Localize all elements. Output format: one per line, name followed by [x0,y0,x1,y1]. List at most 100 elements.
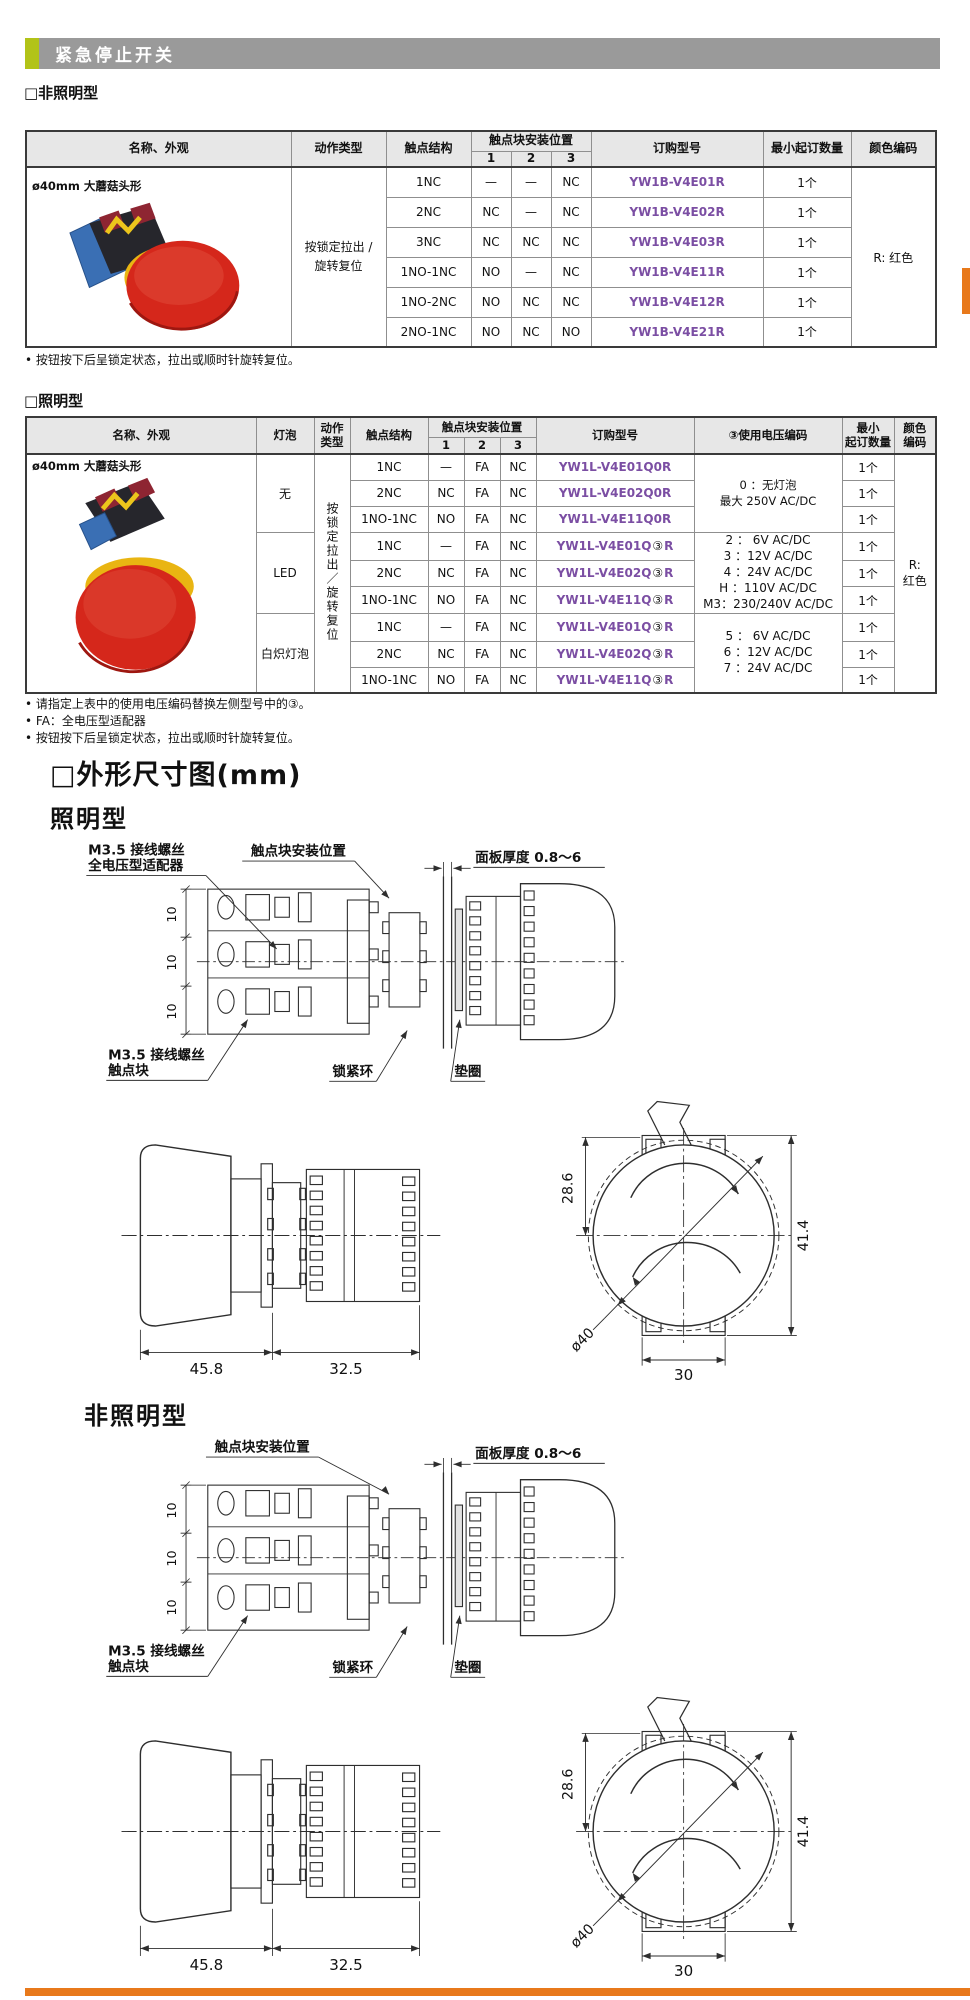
contact-block-label: 触点块 [107,1062,149,1079]
page-bottom-bar [25,1988,970,1996]
voltage-line: H ：110V AC/DC [719,580,817,595]
bulb-type-cell: 无 [255,453,315,533]
mount-position-cell: NO [470,256,512,288]
mount-position-cell: NC [499,640,537,668]
page-edge-tab [962,268,970,314]
voltage-line: 3 ：12V AC/DC [723,549,813,564]
length-dim: 32.5 [329,1360,363,1378]
footnote: • 请指定上表中的使用电压编码替换左侧型号中的③。 [25,697,311,711]
voltage-line: 6 ：12V AC/DC [723,645,813,660]
moq-cell: 1个 [841,453,895,481]
contact-structure-cell: 1NO-1NC [349,586,429,615]
col-header-contact: 触点结构 [349,416,429,455]
model-number-cell: YW1L-V4E02Q③R [535,640,695,668]
bulb-type-cell: 白炽灯泡 [255,613,315,694]
height-dim: 41.4 [796,1816,812,1847]
mount-position-cell: FA [463,640,501,668]
mount-position-cell: NO [470,286,512,318]
product-cell: ø40mm 大蘑菇头形 [25,453,257,694]
mount-position-cell: NC [499,531,537,561]
model-number-cell: YW1B-V4E01R [590,166,764,198]
pitch-dim: 10 [164,954,179,970]
col-header-bulb: 灯泡 [255,416,315,455]
voltage-line: 5 ： 6V AC/DC [725,629,811,644]
width-dim: 30 [674,1366,693,1384]
footnote: • 按钮按下后呈锁定状态，拉出或顺时针旋转复位。 [25,731,300,745]
mount-position-cell: NC [550,166,592,198]
col-header-color: 颜色编码 [850,130,937,168]
model-number-cell: YW1L-V4E11Q③R [535,666,695,694]
contact-structure-cell: 3NC [385,226,472,258]
moq-cell: 1个 [762,256,852,288]
col-header-pos1: 1 [470,150,512,168]
col-header-mount: 触点块安装位置 [470,130,592,152]
contact-structure-cell: 2NC [349,559,429,588]
mount-position-cell: — [427,531,465,561]
mount-position-cell: FA [463,531,501,561]
mount-position-label: 触点块安装位置 [250,843,346,860]
mount-position-cell: NC [499,666,537,694]
model-number-cell: YW1L-V4E01Q0R [535,453,695,481]
bulb-type-cell: LED [255,531,315,615]
footnote: • 按钮按下后呈锁定状态，拉出或顺时针旋转复位。 [25,353,300,367]
contact-structure-cell: 2NC [349,479,429,507]
pitch-dim: 10 [164,1599,179,1615]
col-header-color: 颜色 编码 [893,416,937,455]
voltage-line: 7 ：24V AC/DC [723,660,813,675]
col-header-action: 动作类型 [290,130,387,168]
screw-label: M3.5 接线螺丝 [108,1047,205,1064]
section-heading-illuminated: □照明型 [24,392,84,410]
length-dim: 45.8 [190,1360,224,1378]
mount-position-cell: NC [510,286,552,318]
model-number-cell: YW1L-V4E01Q③R [535,613,695,642]
illuminated-table-wrap: 名称、外观 灯泡 动作 类型 触点结构 触点块安装位置 订购型号 ③使用电压编码… [25,416,938,694]
panel-thickness-label: 面板厚度 0.8～6 [475,849,581,866]
contact-structure-cell: 1NC [385,166,472,198]
product-name: ø40mm 大蘑菇头形 [32,459,142,473]
washer-label: 垫圈 [454,1659,481,1676]
model-number-cell: YW1B-V4E12R [590,286,764,318]
moq-cell: 1个 [841,559,895,588]
col-header-model: 订购型号 [590,130,764,168]
mount-position-cell: NC [470,226,512,258]
mount-position-cell: NC [427,479,465,507]
washer-label: 垫圈 [454,1063,481,1080]
col-header-name: 名称、外观 [25,416,257,455]
moq-cell: 1个 [841,531,895,561]
model-number-cell: YW1L-V4E11Q0R [535,505,695,533]
color-code-cell: R: 红色 [893,453,937,694]
mount-position-cell: — [510,256,552,288]
col-header-action: 动作 类型 [313,416,351,455]
mount-position-cell: NC [550,196,592,228]
contact-structure-cell: 1NO-2NC [385,286,472,318]
mount-position-cell: NO [427,505,465,533]
section-heading-non-illuminated: □非照明型 [24,84,99,102]
voltage-line: 4 ：24V AC/DC [723,564,813,579]
moq-cell: 1个 [841,479,895,507]
mount-position-cell: NO [550,316,592,348]
mount-position-cell: NC [550,256,592,288]
action-type-cell: 按锁定拉出 / 旋转复位 [290,166,387,348]
mount-position-cell: FA [463,666,501,694]
product-photo [27,194,290,340]
subheading-illuminated: 照明型 [50,805,128,833]
col-header-name: 名称、外观 [25,130,292,168]
lock-ring-label: 锁紧环 [332,1659,373,1676]
non-illuminated-table: 名称、外观 动作类型 触点结构 触点块安装位置 订购型号 最小起订数量 颜色编码… [25,130,938,348]
mount-position-cell: NC [499,559,537,588]
model-number-cell: YW1B-V4E03R [590,226,764,258]
dimensions-heading: □外形尺寸图(mm) [50,760,302,791]
col-header-pos3: 3 [550,150,592,168]
col-header-mount: 触点块安装位置 [427,416,537,438]
mount-position-cell: NC [499,453,537,481]
pitch-dim: 10 [164,1502,179,1518]
mount-position-cell: NC [499,505,537,533]
